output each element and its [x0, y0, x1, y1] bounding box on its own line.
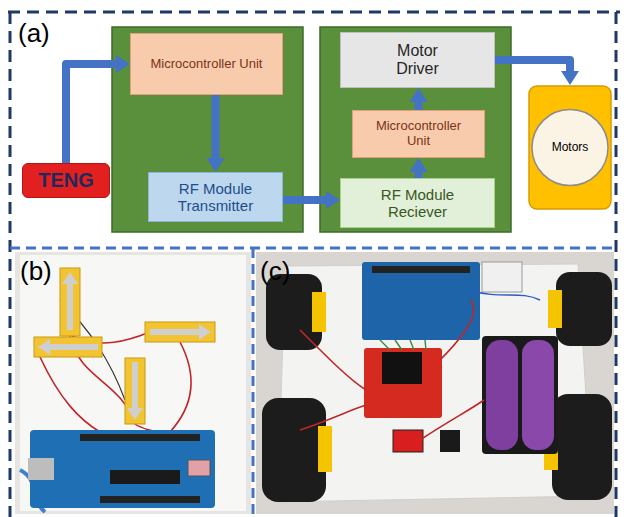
arrow-electrode — [150, 324, 211, 340]
frame-dashed-line — [615, 12, 618, 517]
power-switch — [393, 430, 423, 452]
panel-label: (c) — [260, 258, 290, 284]
node-text: RF Module Reciever — [363, 186, 473, 221]
gear-motor — [312, 292, 326, 332]
usb-port — [28, 458, 54, 480]
flow-arrow — [212, 95, 220, 158]
white-board — [20, 255, 246, 511]
arrow-electrode — [38, 339, 98, 355]
gear-motor — [548, 290, 562, 328]
panel-divider — [252, 248, 255, 517]
transmitter-unit-block — [112, 27, 303, 232]
process-box: Microcontroller Unit — [130, 33, 283, 95]
wheel — [552, 394, 612, 500]
process-box: RF Module Reciever — [340, 178, 495, 228]
frame-dashed-line — [8, 11, 620, 14]
jumper-wire — [470, 290, 540, 300]
node-text: TENG — [38, 169, 94, 192]
source-box: TENG — [22, 163, 110, 198]
node-text: Microcontroller Unit — [364, 119, 474, 149]
process-box: RF Module Transmitter — [148, 172, 283, 222]
red-wire — [300, 300, 484, 440]
battery-holder — [482, 336, 558, 454]
arrow-electrode — [127, 362, 143, 420]
gear-motor — [318, 426, 332, 472]
receiver-unit-block — [320, 27, 511, 232]
flow-arrow — [283, 196, 326, 204]
battery-cell — [522, 340, 554, 450]
pin-header — [100, 496, 200, 503]
flow-arrow — [415, 102, 423, 110]
wheel — [556, 272, 612, 346]
panel-divider — [10, 247, 616, 250]
teng-strip — [145, 322, 215, 342]
jumper-wire — [380, 340, 426, 350]
panel-label: (a) — [18, 20, 50, 46]
arduino-board — [362, 262, 480, 340]
wheel — [262, 398, 326, 502]
flow-arrow — [66, 64, 116, 163]
node-text: Motors — [552, 141, 589, 155]
photo-background — [15, 252, 251, 514]
rf-module — [188, 460, 210, 476]
rf-receiver-board — [482, 262, 522, 292]
teng-strip — [60, 268, 80, 336]
arrow-electrode — [62, 272, 78, 330]
motor-panel — [529, 86, 611, 209]
node-text: Motor Driver — [383, 42, 453, 79]
motor-driver-board — [364, 348, 442, 418]
node-text: RF Module Transmitter — [161, 180, 271, 215]
heatsink — [382, 352, 422, 384]
battery-cell — [486, 340, 518, 450]
arduino-board — [30, 430, 215, 508]
process-box: Microcontroller Unit — [352, 110, 485, 158]
motor-circle-outline — [532, 110, 608, 186]
teng-strip — [34, 337, 102, 357]
frame-dashed-line — [9, 12, 12, 517]
microcontroller-chip — [110, 470, 180, 484]
pin-header — [372, 266, 470, 273]
flow-arrow — [495, 60, 570, 71]
process-box: Motor Driver — [340, 32, 495, 88]
node-text: Microcontroller Unit — [151, 57, 263, 72]
photo-background — [256, 252, 614, 514]
motor-circle: Motors — [528, 85, 612, 210]
toggle-switch — [440, 430, 460, 452]
pin-header — [80, 434, 200, 441]
panel-label: (b) — [20, 258, 52, 284]
teng-strip — [125, 358, 145, 424]
